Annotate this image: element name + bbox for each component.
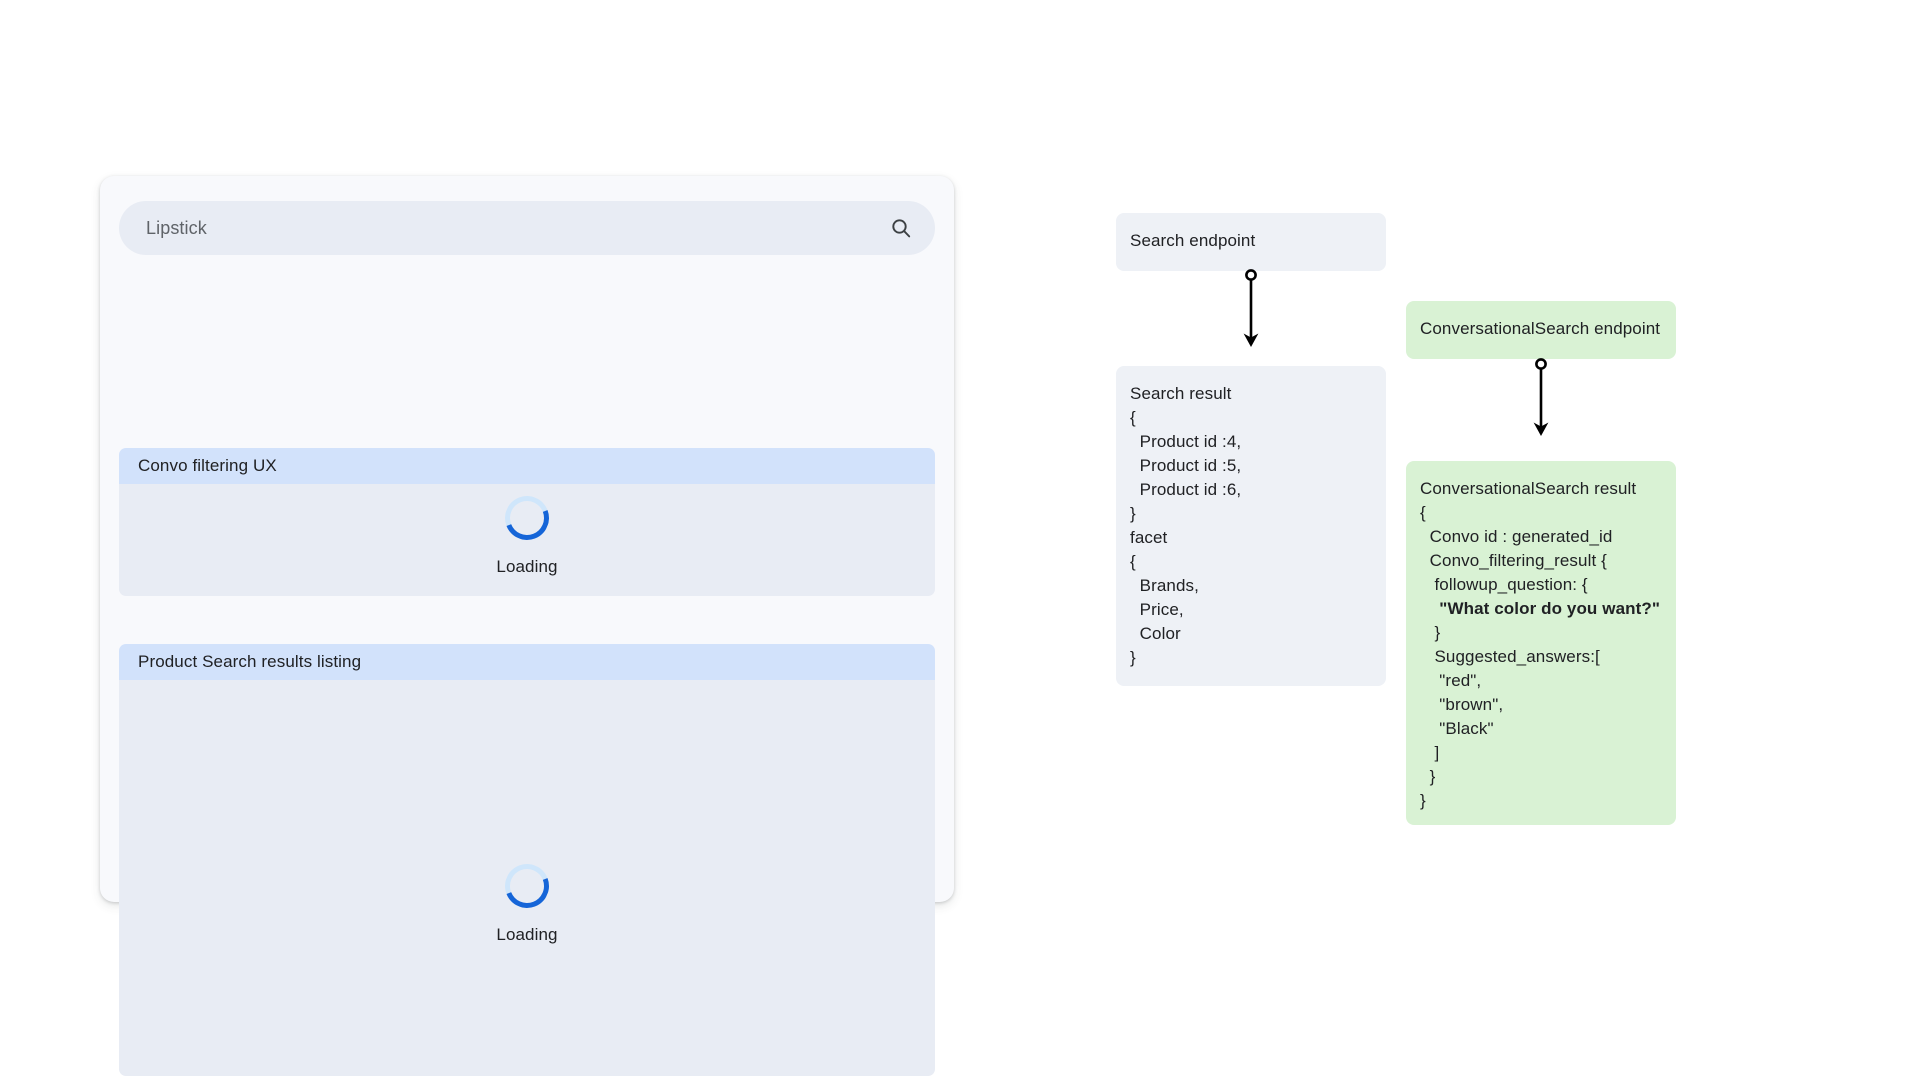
loading-indicator: Loading [119,856,935,945]
connector-cs-endpoint-to-cs-result [1526,357,1556,439]
node-title: ConversationalSearch endpoint [1420,319,1661,338]
search-ux-mockup-card: Lipstick Convo filtering UX Loading [100,176,954,1076]
code-line: followup_question: { [1420,575,1588,594]
panel-header-convo-filtering-ux: Convo filtering UX [119,448,935,484]
code-line: Product id :5, [1130,456,1242,475]
loading-indicator: Loading [119,488,935,577]
code-line: Convo id : generated_id [1420,527,1613,546]
node-code-block: { Product id :4, Product id :5, Product … [1130,406,1370,670]
code-line: "What color do you want?" [1420,599,1661,618]
diagram-node-conversationalsearch-endpoint: ConversationalSearch endpoint [1406,301,1676,359]
diagram-node-conversationalsearch-result: ConversationalSearch result { Convo id :… [1406,461,1676,825]
panel-product-search-results: Product Search results listing Loading [119,644,935,1076]
diagram-node-search-result: Search result { Product id :4, Product i… [1116,366,1386,686]
code-line: Convo_filtering_result { [1420,551,1607,570]
code-line: "red", [1420,671,1482,690]
diagram-node-search-endpoint: Search endpoint [1116,213,1386,271]
spinner-icon [497,488,557,548]
panel-header-product-search-results: Product Search results listing [119,644,935,680]
code-line: Price, [1130,600,1184,619]
panel-title: Convo filtering UX [138,456,277,475]
panel-title: Product Search results listing [138,652,362,671]
code-line: Color [1130,624,1181,643]
panel-convo-filtering-ux: Convo filtering UX Loading [119,448,935,596]
code-line: } [1130,504,1136,523]
code-line: } [1130,648,1136,667]
node-title: Search result [1130,384,1232,403]
panel-body-convo-filtering-ux: Loading [119,484,935,596]
code-line: { [1420,503,1426,522]
code-line: facet [1130,528,1168,547]
search-field[interactable]: Lipstick [119,201,935,255]
code-line: "brown", [1420,695,1504,714]
code-line: "Black" [1420,719,1494,738]
code-line: ] [1420,743,1440,762]
panel-body-product-search-results: Loading [119,680,935,1076]
code-line: } [1420,623,1441,642]
code-line: } [1420,791,1426,810]
loading-label: Loading [496,925,558,944]
search-input[interactable]: Lipstick [146,218,207,238]
spinner-icon [497,856,557,916]
node-title: ConversationalSearch result [1420,479,1637,498]
code-line: Suggested_answers:[ [1420,647,1600,666]
code-line: Product id :6, [1130,480,1242,499]
code-line: { [1130,408,1136,427]
loading-label: Loading [496,557,558,576]
node-title: Search endpoint [1130,231,1256,250]
code-line: Product id :4, [1130,432,1242,451]
connector-search-endpoint-to-search-result [1236,268,1266,350]
code-line: Brands, [1130,576,1199,595]
search-icon[interactable] [889,216,913,240]
code-line: { [1130,552,1136,571]
node-code-block: { Convo id : generated_id Convo_filterin… [1420,501,1660,813]
code-line: } [1420,767,1436,786]
